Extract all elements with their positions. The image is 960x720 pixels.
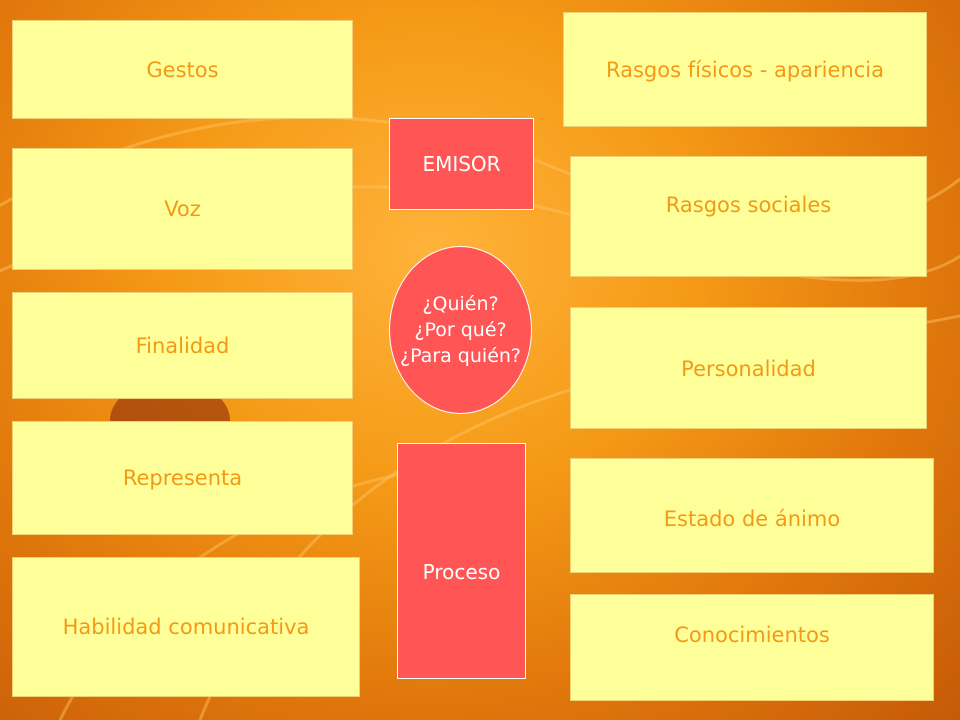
box-gestos: Gestos: [12, 20, 353, 119]
box-rasgos-fisicos: Rasgos físicos - apariencia: [563, 12, 927, 127]
box-estado-de-animo: Estado de ánimo: [570, 458, 934, 573]
box-rasgos-sociales: Rasgos sociales: [570, 156, 927, 277]
box-conocimientos: Conocimientos: [570, 594, 934, 701]
box-voz: Voz: [12, 148, 353, 270]
emisor-box: EMISOR: [389, 118, 534, 210]
question-por-que: ¿Por qué?: [414, 319, 507, 341]
box-finalidad: Finalidad: [12, 292, 353, 399]
box-personalidad: Personalidad: [570, 307, 927, 429]
box-representa: Representa: [12, 421, 353, 535]
box-habilidad-comunicativa: Habilidad comunicativa: [12, 557, 360, 697]
question-para-quien: ¿Para quién?: [399, 345, 522, 367]
question-quien: ¿Quién?: [422, 293, 499, 315]
proceso-box: Proceso: [397, 443, 526, 679]
questions-oval: ¿Quién? ¿Por qué? ¿Para quién?: [389, 246, 532, 414]
